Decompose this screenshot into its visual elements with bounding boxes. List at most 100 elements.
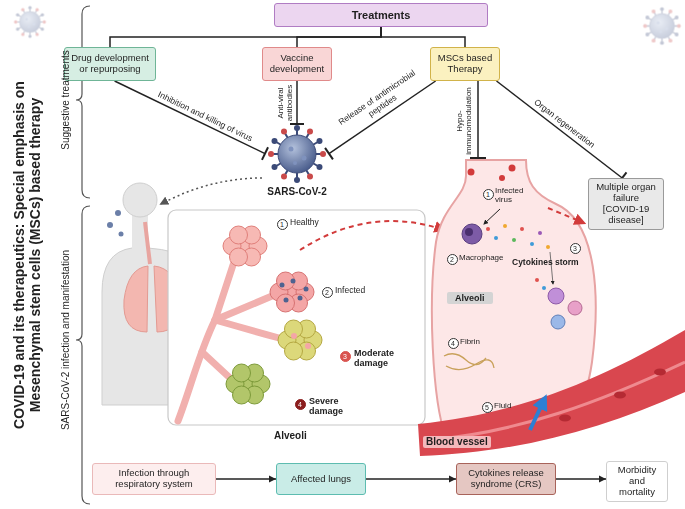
connector-line <box>115 81 265 154</box>
flow-arrow <box>216 476 276 483</box>
dashed-arrow <box>300 221 444 250</box>
callout-number: 4 <box>295 399 306 410</box>
dotted-arrow <box>161 178 262 204</box>
alveoli-inset <box>168 210 425 425</box>
part-label: Macrophage <box>459 253 503 262</box>
part-label: Healthy <box>290 218 319 228</box>
blood-vessel <box>430 362 685 440</box>
alveoli-inset <box>280 283 285 288</box>
alveoli-inset <box>304 287 309 292</box>
alveoli-inset <box>298 296 303 301</box>
part-label: Blood vessel <box>423 436 491 448</box>
alveolus-sac <box>520 227 524 231</box>
inhibition-bar <box>262 147 268 160</box>
callout-number: 2 <box>447 254 458 265</box>
alveolus-sac <box>446 360 494 370</box>
alveolus-sac <box>484 209 500 224</box>
inhibition-line <box>477 81 479 158</box>
alveolus-sac <box>468 169 475 176</box>
process-box: Vaccine development <box>262 47 332 81</box>
box-text: Affected lungs <box>291 474 351 485</box>
tree-connector <box>297 27 381 47</box>
connector-line <box>216 478 276 480</box>
process-box: Affected lungs <box>276 463 366 495</box>
virus-node: SARS-CoV-2 <box>265 124 329 198</box>
blood-vessel <box>559 415 571 422</box>
box-text: Treatments <box>352 9 411 22</box>
process-box: Drug development or repurposing <box>64 47 156 81</box>
blood-vessel <box>654 369 666 376</box>
big-virus <box>268 125 326 183</box>
alveoli-inset <box>284 298 289 303</box>
callout-number: 5 <box>482 402 493 413</box>
alveolus-sac <box>551 315 565 329</box>
alveolus-sac <box>509 165 516 172</box>
callout-number: 4 <box>448 338 459 349</box>
alveolus-sac <box>550 252 553 284</box>
inhibition-line <box>470 157 486 159</box>
connector-line <box>556 478 606 480</box>
line-label: Hypo-immunomodulation <box>455 83 473 159</box>
inhibition-connector <box>497 81 627 184</box>
alveolus-sac <box>494 236 498 240</box>
callout-number: 2 <box>322 287 333 298</box>
alveolus-sac <box>535 278 539 282</box>
bracket-label: SARS-CoV-2 infection and manifestation <box>60 250 72 430</box>
bracket <box>76 206 90 504</box>
alveoli-inset <box>168 210 425 425</box>
process-box: Cytokines release syndrome (CRS) <box>456 463 556 495</box>
part-label: Infected virus <box>495 186 537 204</box>
alveolus-sac <box>465 228 473 236</box>
connector-line <box>110 27 381 47</box>
alveoli-inset <box>305 343 311 349</box>
part-label: Infected <box>335 286 365 296</box>
part-label: Cytokines storm <box>512 258 579 268</box>
alveolus-sac <box>462 224 482 244</box>
box-text: Drug development or repurposing <box>70 53 150 75</box>
blood-vessel <box>418 330 685 456</box>
alveolus-sac <box>530 242 534 246</box>
dashed-arrow <box>300 221 444 250</box>
alveoli-inset <box>223 226 267 266</box>
alveoli-inset <box>270 272 314 312</box>
box-text: Vaccine development <box>268 53 326 75</box>
alveolus-sac <box>548 288 564 304</box>
human-figure <box>124 266 148 332</box>
human-figure <box>107 222 113 228</box>
alveolus-sac <box>503 224 507 228</box>
alveoli-inset <box>178 262 279 421</box>
alveolus-sac <box>538 231 542 235</box>
box-text: Infection through respiratory system <box>98 468 210 490</box>
alveoli-inset <box>215 320 279 338</box>
process-box: MSCs based Therapy <box>430 47 500 81</box>
connector-line <box>381 27 465 47</box>
corner-virus <box>14 6 46 38</box>
flow-arrow <box>556 476 606 483</box>
alveolus-sac <box>512 238 516 242</box>
callout-number: 3 <box>340 351 351 362</box>
box-text: Morbidity and mortality <box>612 465 662 498</box>
alveoli-inset <box>278 320 322 360</box>
blood-vessel <box>418 330 685 456</box>
connector-line <box>297 27 381 47</box>
alveoli-inset <box>202 352 230 378</box>
alveoli-inset <box>291 333 297 339</box>
alveolus-sac <box>486 227 490 231</box>
alveoli-inset <box>226 364 270 404</box>
alveolus-sac <box>444 354 486 365</box>
part-label: Fibrin <box>460 337 480 346</box>
alveolus-sac <box>542 286 546 290</box>
fluid-arrow <box>530 400 544 430</box>
inhibition-bar <box>290 123 304 125</box>
edge-label: Anti-viral antibodies <box>276 83 294 123</box>
big-virus <box>268 125 326 183</box>
bracket-label: Suggestive treatments <box>60 50 72 150</box>
part-label: Severe damage <box>309 396 363 417</box>
box-text: SARS-CoV-2 <box>267 186 326 198</box>
callout-number: 1 <box>483 189 494 200</box>
alveoli-inset <box>215 296 272 320</box>
edge-label: Release of antimicrobial peptides <box>333 66 427 138</box>
part-label: Fluid <box>494 401 511 410</box>
corner-virus <box>643 7 681 45</box>
